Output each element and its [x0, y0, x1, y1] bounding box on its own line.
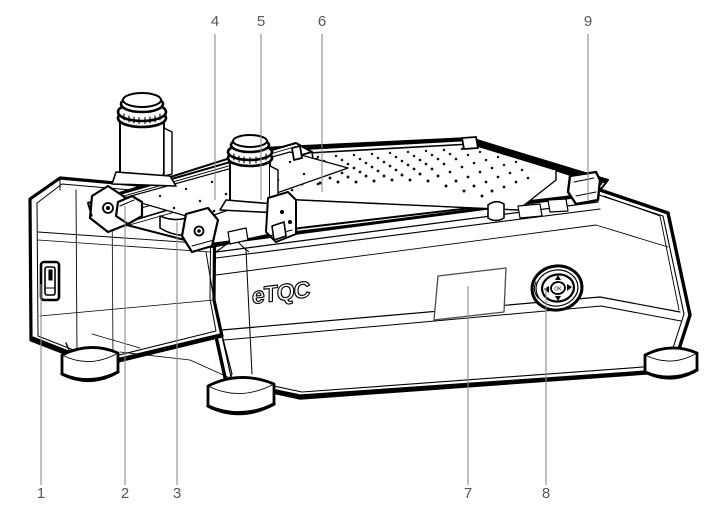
cylinder-assembly-left: [111, 92, 177, 187]
navigation-pad: OK: [530, 264, 584, 312]
clamp-latch-left: [114, 194, 144, 226]
callout-label-4: 4: [210, 13, 220, 30]
display-window: [433, 267, 507, 321]
callout-label-3: 3: [172, 485, 182, 502]
foot-front-left: [206, 334, 276, 416]
callout-label-7: 7: [463, 485, 473, 502]
callout-label-8: 8: [541, 485, 551, 502]
navpad-ok-text: OK: [554, 287, 562, 293]
deck-tabs: [227, 198, 569, 245]
power-switch-icon: [39, 260, 61, 302]
clamp-hinge-right: [180, 206, 220, 254]
foot-left: [60, 342, 120, 383]
callout-label-6: 6: [317, 13, 327, 30]
deck-corner-bracket-right: [566, 170, 602, 206]
callout-label-1: 1: [36, 485, 46, 502]
callout-label-5: 5: [256, 13, 266, 30]
deck-corner-bracket-left: [291, 136, 479, 161]
callout-label-9: 9: [583, 13, 593, 30]
foot-right: [643, 346, 699, 380]
cylinder-assembly-right: [219, 134, 281, 214]
leader-lines: [40, 34, 589, 485]
callout-label-2: 2: [120, 485, 130, 502]
